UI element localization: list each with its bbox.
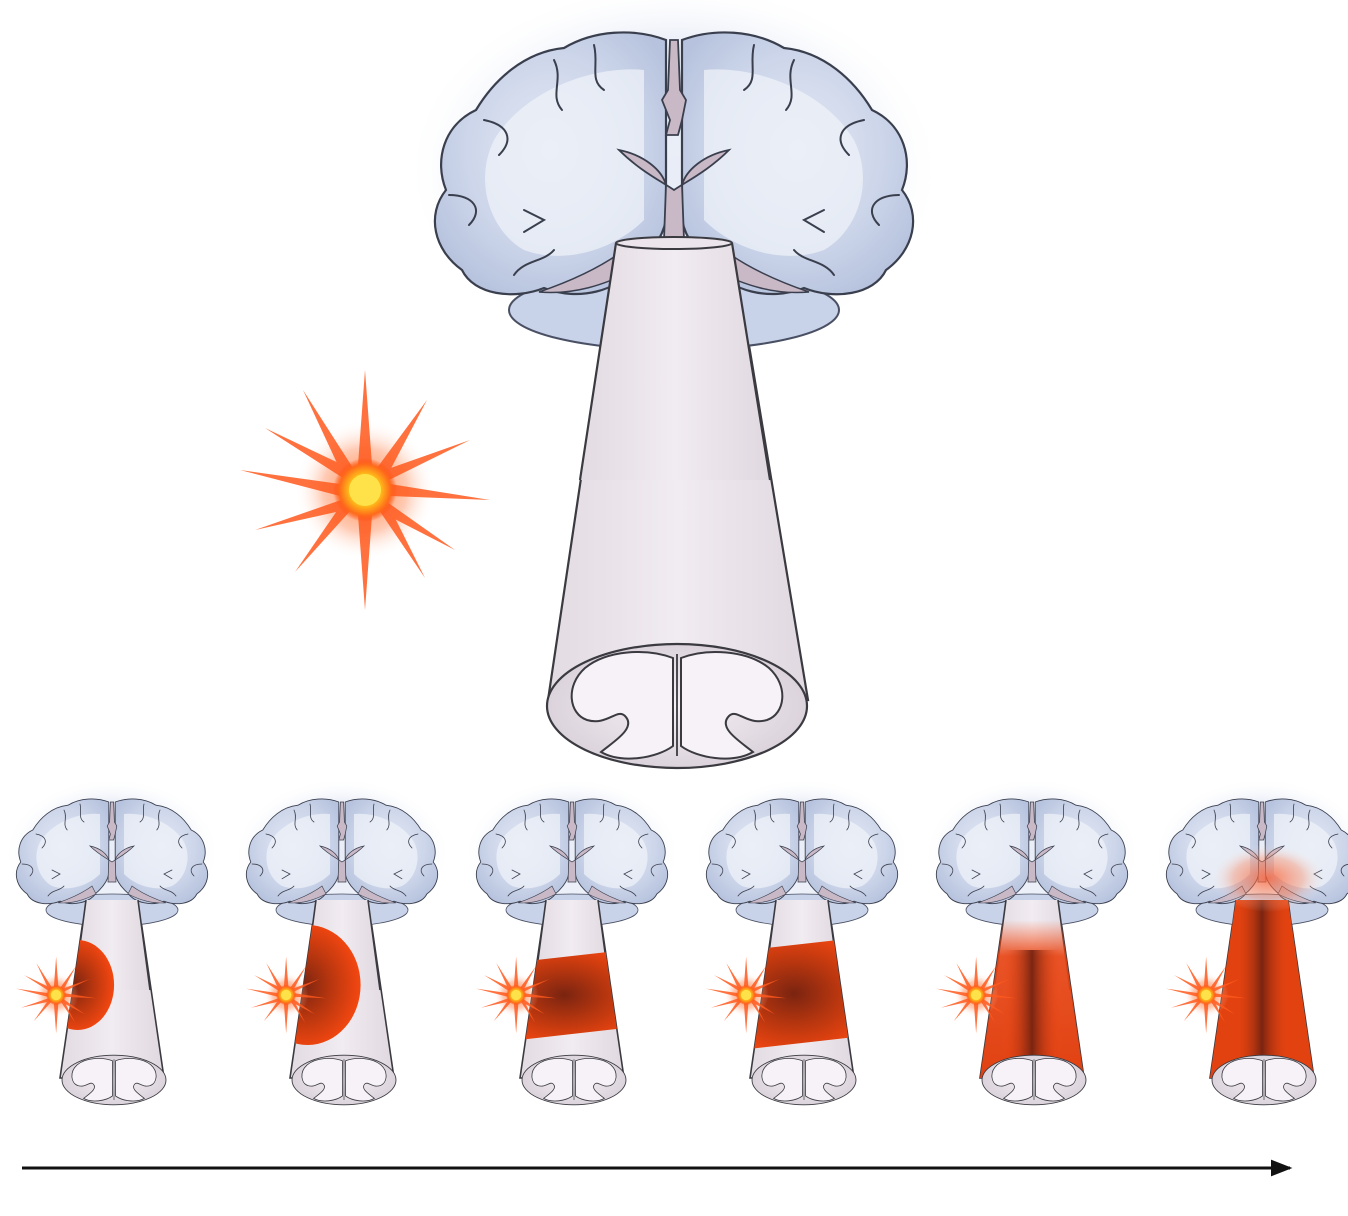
main-cord-cross-section [547,644,807,768]
injury-progression-stages [4,778,1348,1105]
stage-cord-cross-section [62,1055,166,1105]
stage-2 [234,778,450,1105]
stage-3 [464,778,680,1105]
stage-5 [924,778,1140,1105]
stage-cord-cross-section [522,1055,626,1105]
stage-cord-cross-section [752,1055,856,1105]
main-brain-and-spinal-cord [240,0,944,768]
stage-6 [1154,778,1348,1105]
stage-cord-cross-section [982,1055,1086,1105]
stage-cord-cross-section [1212,1055,1316,1105]
main-injury-star-icon [240,370,490,610]
stage-brain-injury-haze [1210,844,1326,912]
stage-4 [694,778,910,1105]
stage-cord-cross-section [292,1055,396,1105]
stage-1 [4,778,220,1105]
